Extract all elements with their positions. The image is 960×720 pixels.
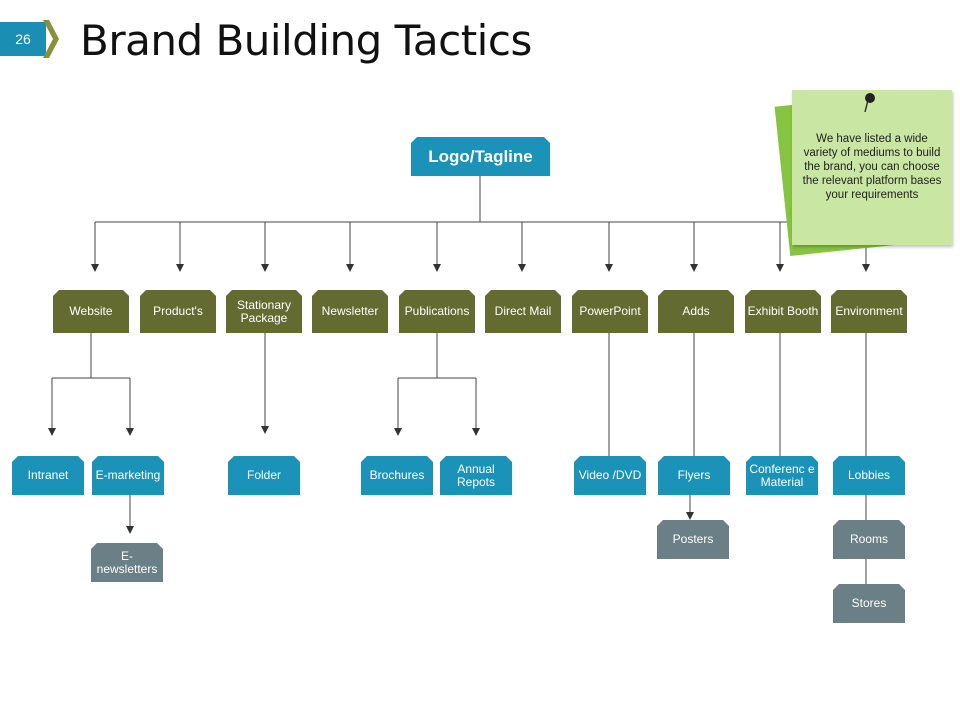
- node-video-dvd: Video /DVD: [574, 456, 646, 495]
- category-powerpoint: PowerPoint: [572, 290, 648, 333]
- node-e-newsletters: E-newsletters: [91, 543, 163, 582]
- slide-number: 26: [0, 22, 46, 56]
- node-flyers: Flyers: [658, 456, 730, 495]
- node-conference-material: Conferenc e Material: [746, 456, 818, 495]
- sticky-note: We have listed a wide variety of mediums…: [774, 88, 960, 258]
- node-e-marketing: E-marketing: [92, 456, 164, 495]
- category-direct-mail: Direct Mail: [485, 290, 561, 333]
- node-posters: Posters: [657, 520, 729, 559]
- category-products: Product's: [140, 290, 216, 333]
- node-brochures: Brochures: [361, 456, 433, 495]
- category-publications: Publications: [399, 290, 475, 333]
- node-lobbies: Lobbies: [833, 456, 905, 495]
- category-newsletter: Newsletter: [312, 290, 388, 333]
- node-annual-repots: Annual Repots: [440, 456, 512, 495]
- category-exhibit-booth: Exhibit Booth: [745, 290, 821, 333]
- node-rooms: Rooms: [833, 520, 905, 559]
- category-environment: Environment: [831, 290, 907, 333]
- root-node: Logo/Tagline: [411, 137, 550, 176]
- page-title: Brand Building Tactics: [80, 16, 532, 65]
- pushpin-icon: [864, 93, 875, 113]
- sticky-note-front: [792, 90, 952, 245]
- category-stationary-package: Stationary Package: [226, 290, 302, 333]
- note-text: We have listed a wide variety of mediums…: [802, 133, 942, 201]
- node-stores: Stores: [833, 584, 905, 623]
- category-website: Website: [53, 290, 129, 333]
- chevron-right-icon: [43, 20, 59, 58]
- node-folder: Folder: [228, 456, 300, 495]
- category-adds: Adds: [658, 290, 734, 333]
- node-intranet: Intranet: [12, 456, 84, 495]
